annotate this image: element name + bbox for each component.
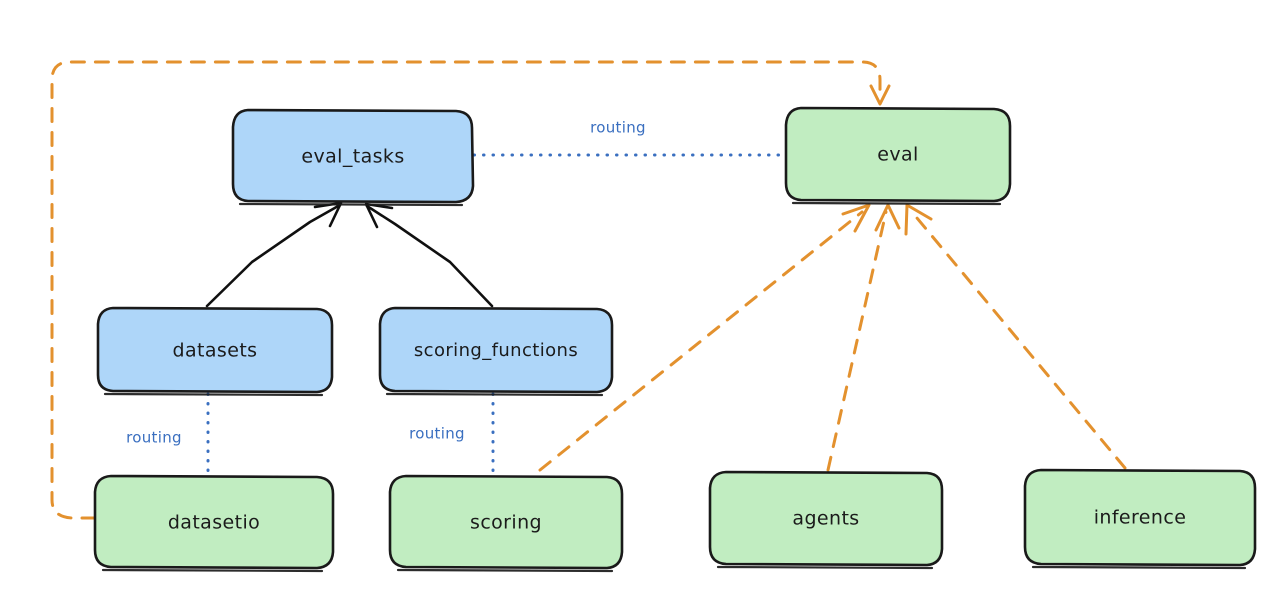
edge-label-routing-datasetio: routing — [126, 429, 182, 447]
edge-datasets-datasetio: routing — [126, 392, 210, 476]
edge-datasetio-eval — [50, 60, 891, 520]
edge-agents-eval — [826, 203, 901, 472]
node-label-eval: eval — [877, 144, 918, 166]
node-label-scoring-functions: scoring_functions — [414, 340, 578, 361]
node-label-eval-tasks: eval_tasks — [301, 146, 404, 168]
node-label-datasetio: datasetio — [168, 512, 260, 534]
node-label-agents: agents — [792, 508, 859, 530]
node-datasetio[interactable]: datasetio — [93, 474, 335, 573]
node-label-datasets: datasets — [173, 340, 258, 362]
node-agents[interactable]: agents — [708, 470, 944, 570]
edge-datasets-eval-tasks — [205, 201, 343, 308]
node-scoring[interactable]: scoring — [388, 474, 624, 573]
edge-layer: routing routing routing — [50, 60, 1127, 520]
edge-scoring-eval — [538, 203, 871, 472]
edge-label-routing-scoring: routing — [409, 425, 465, 443]
node-datasets[interactable]: datasets — [96, 306, 334, 397]
edge-inference-eval — [904, 203, 1127, 470]
edge-scoring-functions-scoring: routing — [409, 392, 495, 476]
edge-scoring-functions-eval-tasks — [364, 202, 494, 308]
node-eval[interactable]: eval — [784, 106, 1012, 206]
node-label-inference: inference — [1094, 507, 1187, 529]
node-eval-tasks[interactable]: eval_tasks — [231, 108, 475, 207]
node-inference[interactable]: inference — [1023, 468, 1257, 570]
edge-label-routing-eval: routing — [590, 119, 646, 137]
node-scoring-functions[interactable]: scoring_functions — [378, 306, 614, 397]
node-layer: eval_tasks eval datasets scoring_functio… — [93, 106, 1257, 573]
edge-eval-tasks-eval: routing — [472, 119, 786, 157]
node-label-scoring: scoring — [470, 512, 542, 534]
